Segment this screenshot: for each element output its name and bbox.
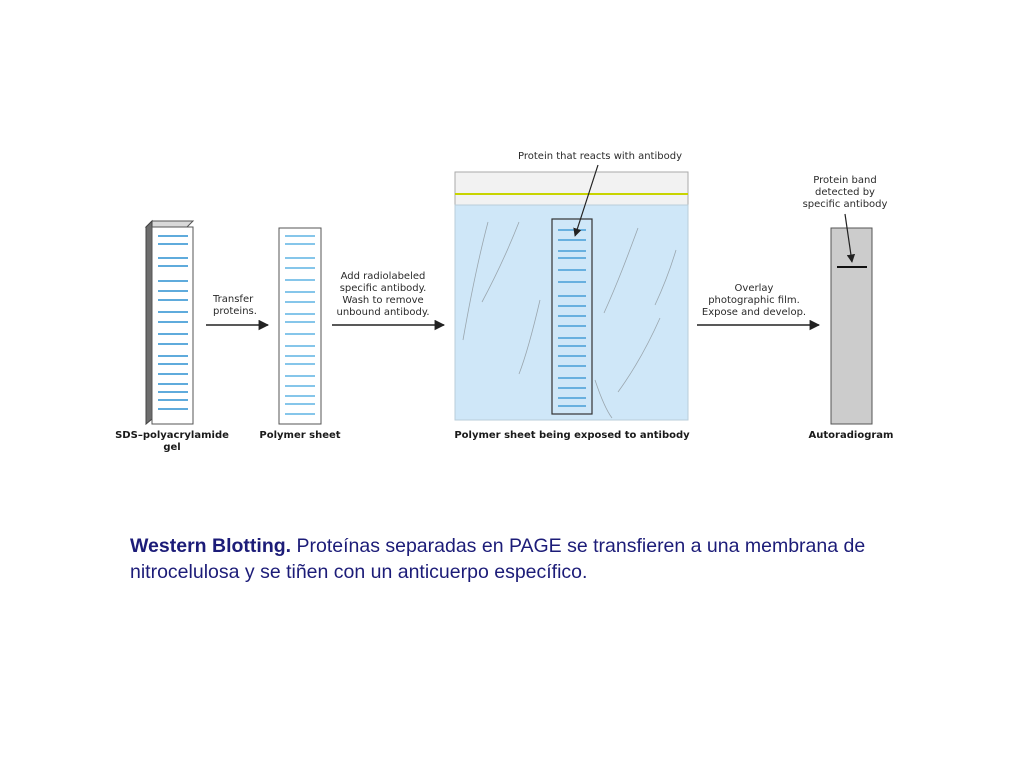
sds-gel-label: SDS–polyacrylamide [115, 430, 229, 441]
transfer-step: Transfer proteins. [206, 294, 270, 331]
antibody-bag [454, 171, 689, 421]
band-callout-line3: specific antibody [803, 199, 888, 210]
antibody-step: Add radiolabeled specific antibody. Wash… [332, 271, 446, 331]
caption-title: Western Blotting. [130, 535, 292, 557]
antibody-label-line4: unbound antibody. [337, 307, 430, 318]
bag-creases [462, 221, 677, 419]
band-callout-arrow [844, 213, 856, 263]
autoradiogram-label: Autoradiogram [809, 430, 894, 441]
overlay-label-line3: Expose and develop. [702, 307, 806, 318]
overlay-label-line1: Overlay [735, 283, 774, 294]
polymer-sheet [278, 227, 322, 425]
protein-reacts-callout: Protein that reacts with antibody [518, 151, 682, 162]
polymer-sheet-label: Polymer sheet [259, 430, 340, 441]
sds-gel [144, 219, 195, 426]
transfer-label-line2: proteins. [213, 306, 257, 317]
exposed-sheet-label: Polymer sheet being exposed to antibody [454, 430, 690, 441]
caption-text: Proteínas separadas en PAGE se transfier… [130, 535, 866, 583]
antibody-label-line2: specific antibody. [340, 283, 427, 294]
gel-bands [158, 235, 188, 410]
overlay-label-line2: photographic film. [708, 295, 800, 306]
protein-reacts-arrow [573, 164, 599, 237]
transfer-label-line1: Transfer [212, 294, 254, 305]
polymer-sheet-bands [285, 235, 315, 415]
antibody-label-line1: Add radiolabeled [341, 271, 426, 282]
overlay-step: Overlay photographic film. Expose and de… [697, 283, 821, 331]
sds-gel-label-2: gel [163, 442, 180, 453]
bag-sheet-bands [558, 229, 586, 407]
figure-caption: Western Blotting. Proteínas separadas en… [130, 533, 910, 585]
antibody-label-line3: Wash to remove [342, 295, 423, 306]
band-callout-line1: Protein band [813, 175, 876, 186]
band-callout-line2: detected by [815, 187, 875, 198]
